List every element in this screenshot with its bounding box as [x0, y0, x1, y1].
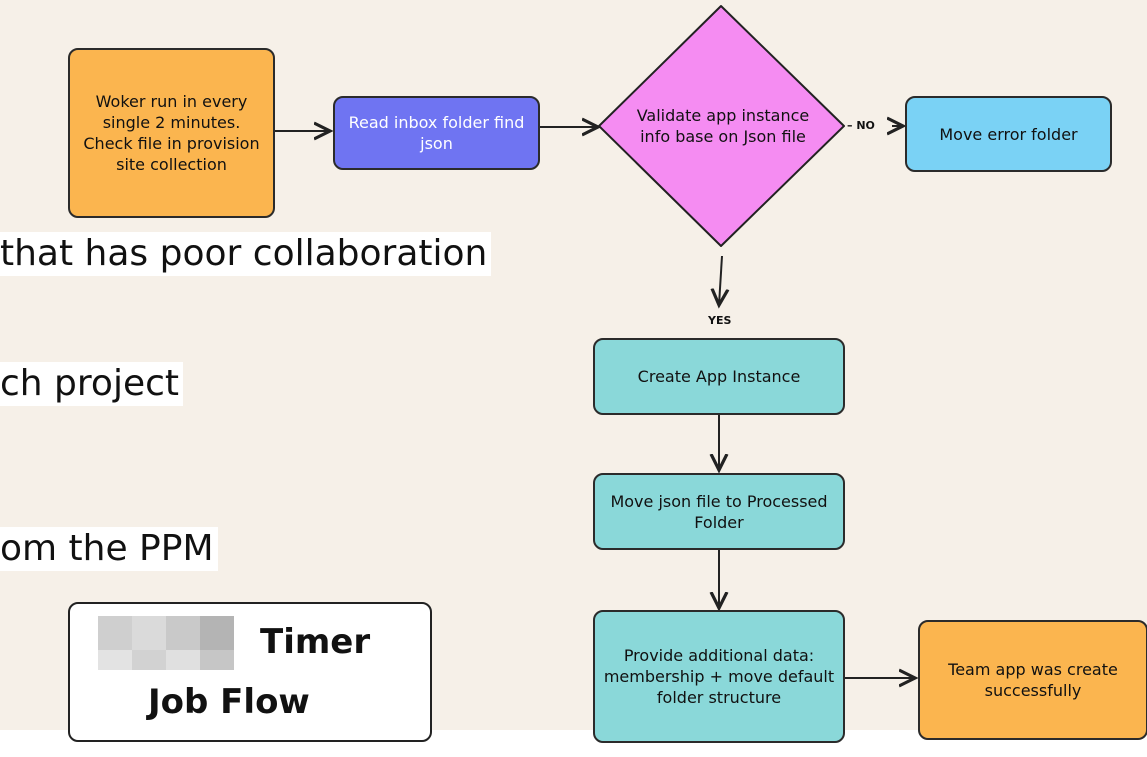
node-create-app-label: Create App Instance [637, 367, 801, 386]
node-create-app: Create App Instance [593, 338, 845, 415]
node-read-inbox: Read inbox folder find json [333, 96, 540, 170]
edge-validate-to-create [719, 255, 722, 305]
node-validate-label: Validate app instance info base on Json … [636, 106, 810, 146]
legend-box: Timer Job Flow [68, 602, 432, 742]
slide-text-line-3: om the PPM [0, 527, 218, 571]
node-team-app-label: Team app was create successfully [948, 660, 1118, 700]
legend-title-line-1: Timer [260, 622, 371, 662]
node-provide-data-label: Provide additional data: membership + mo… [603, 646, 835, 707]
node-read-inbox-label: Read inbox folder find json [348, 113, 525, 153]
node-team-app: Team app was create successfully [918, 620, 1147, 740]
slide-text-line-1: that has poor collaboration [0, 232, 492, 276]
validate-diamond [598, 5, 845, 247]
edge-label-no: – NO [847, 119, 875, 132]
node-worker-label: Woker run in every single 2 minutes. Che… [83, 92, 260, 174]
node-move-error-label: Move error folder [939, 124, 1078, 144]
legend-title-line-2: Job Flow [148, 682, 310, 722]
node-worker: Woker run in every single 2 minutes. Che… [68, 48, 275, 218]
slide-text-line-2: ch project [0, 362, 183, 406]
edge-label-yes: YES [708, 314, 732, 327]
node-move-json: Move json file to Processed Folder [593, 473, 845, 550]
node-provide-data: Provide additional data: membership + mo… [593, 610, 845, 743]
node-move-error: Move error folder [905, 96, 1112, 172]
node-move-json-label: Move json file to Processed Folder [610, 491, 828, 532]
